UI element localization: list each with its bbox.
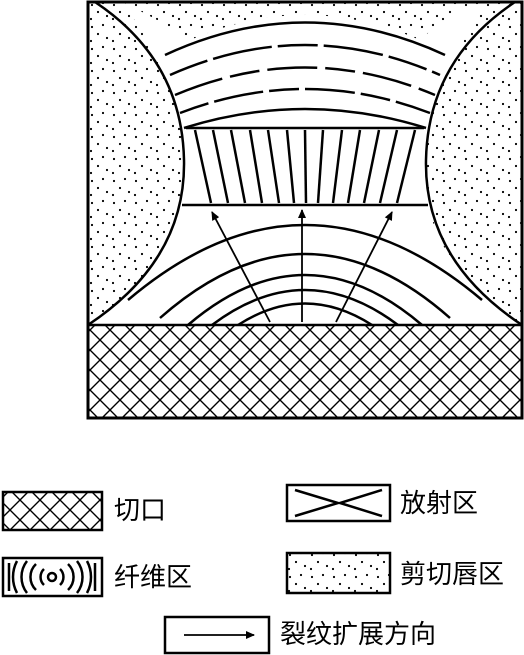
radial-zone bbox=[182, 126, 428, 207]
shear-lip-boundary-right bbox=[424, 2, 522, 327]
specimen-cross-section bbox=[88, 2, 522, 418]
specimen-border bbox=[86, 0, 524, 420]
shear-lip-boundary bbox=[88, 2, 186, 327]
shear-lip-top bbox=[122, 2, 488, 40]
lower-fiber-arcs bbox=[127, 223, 483, 327]
legend-shear-lip-label: 剪切唇区 bbox=[400, 560, 505, 590]
notch-region bbox=[88, 323, 522, 418]
upper-fiber-arcs bbox=[164, 21, 446, 130]
legend-crack-direction-swatch bbox=[163, 615, 271, 655]
legend-crack-direction-label: 裂纹扩展方向 bbox=[280, 620, 437, 650]
legend-fiber-swatch bbox=[1, 556, 104, 598]
crack-arrows bbox=[211, 209, 393, 323]
legend-shear-lip-swatch bbox=[285, 551, 392, 595]
legend bbox=[1, 483, 392, 655]
legend-fiber-label: 纤维区 bbox=[114, 563, 193, 593]
legend-notch-swatch bbox=[1, 490, 104, 532]
shear-lip-left bbox=[88, 2, 185, 325]
legend-radial-label: 放射区 bbox=[400, 489, 479, 519]
shear-lip-right bbox=[423, 2, 522, 325]
legend-notch-label: 切口 bbox=[114, 496, 167, 526]
legend-radial-swatch bbox=[285, 483, 392, 523]
